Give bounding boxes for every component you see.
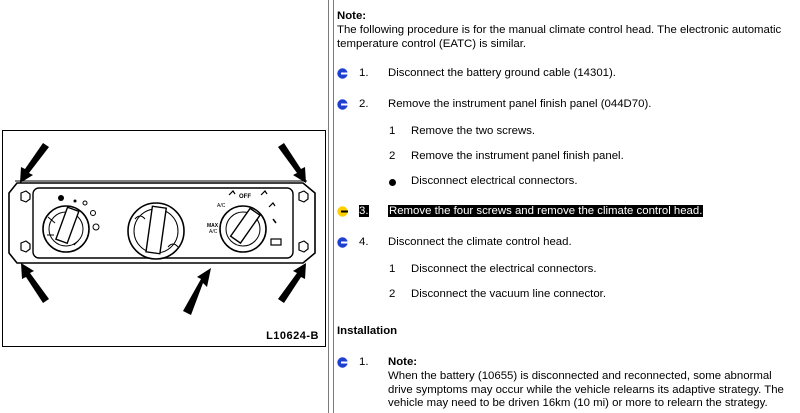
step-bullet-icon-active [337,206,348,217]
climate-control-drawing: OFF A/C MAX A/C [8,143,316,315]
substep-number: 2 [389,150,396,162]
substep-text: Disconnect electrical connectors. [411,175,578,187]
substep-4-2: 2 Disconnect the vacuum line connector. [335,287,800,303]
step-bullet-icon [337,68,348,79]
substep-text: Disconnect the electrical connectors. [411,263,597,275]
step-number: 3. [359,205,369,217]
fan-knob [42,205,90,253]
step-number: 1. [359,67,369,79]
substep-number: 2 [389,288,396,300]
substep-2-1: 1 Remove the two screws. [335,124,800,140]
step-bullet-icon [337,357,348,368]
substep-2-bullet: Disconnect electrical connectors. [335,174,800,190]
temperature-knob [127,202,185,260]
step-number: 2. [359,98,369,110]
step-text: Disconnect the climate control head. [388,236,572,248]
installation-note-line-3: vehicle may need to be driven 16km (10 m… [388,397,768,409]
step-1[interactable]: 1. Disconnect the battery ground cable (… [335,66,800,82]
step-bullet-icon [337,237,348,248]
bullet-dot-icon [389,179,396,186]
step-3[interactable]: 3. Remove the four screws and remove the… [335,204,800,220]
installation-note-title: Note: [388,356,418,368]
arrow-bottom-left [21,263,49,303]
substep-2-2: 2 Remove the instrument panel finish pan… [335,149,800,165]
substep-text: Remove the instrument panel finish panel… [411,150,624,162]
mode-knob [219,205,267,253]
screw-bottom-right [298,240,309,253]
step-number: 4. [359,236,369,248]
installation-step-1[interactable]: 1. Note: [335,355,800,371]
step-bullet-icon [337,99,348,110]
installation-heading: Installation [337,325,398,337]
pane-splitter[interactable] [328,0,334,413]
substep-4-1: 1 Disconnect the electrical connectors. [335,262,800,278]
max-ac-label-line2: A/C [209,229,218,235]
installation-note-line-1: When the battery (10655) is disconnected… [388,370,772,382]
arrow-top-left [20,143,49,183]
max-ac-label-line1: MAX [207,223,219,229]
figure-label: L10624-B [266,330,319,342]
substep-text: Remove the two screws. [411,125,536,137]
substep-number: 1 [389,263,396,275]
note-title: Note: [337,10,367,22]
substep-number: 1 [389,125,396,137]
screw-bottom-left [20,240,31,253]
ac-label: A/C [217,203,226,209]
climate-control-illustration: OFF A/C MAX A/C [2,130,326,347]
step-4[interactable]: 4. Disconnect the climate control head. [335,235,800,251]
screw-top-right [298,190,309,203]
step-number: 1. [359,356,369,368]
step-2[interactable]: 2. Remove the instrument panel finish pa… [335,97,800,113]
off-label: OFF [239,194,251,200]
arrow-bottom-right [278,263,306,303]
step-text: Remove the four screws and remove the cl… [388,205,704,217]
installation-note-body: When the battery (10655) is disconnected… [388,370,798,411]
procedure-pane: Note: The following procedure is for the… [335,0,800,413]
defrost-icon [270,238,282,246]
arrow-bottom-center [183,268,211,315]
installation-note-line-2: drive symptoms may occur while the vehic… [388,383,784,396]
note-line-2: temperature control (EATC) is similar. [337,38,527,50]
substep-text: Disconnect the vacuum line connector. [411,288,607,300]
arrow-top-right [278,143,306,183]
screw-top-left [20,190,31,203]
step-text: Disconnect the battery ground cable (143… [388,67,616,79]
note-line-1: The following procedure is for the manua… [337,24,782,36]
step-text: Remove the instrument panel finish panel… [388,98,652,110]
illustration-pane: OFF A/C MAX A/C [0,0,328,413]
